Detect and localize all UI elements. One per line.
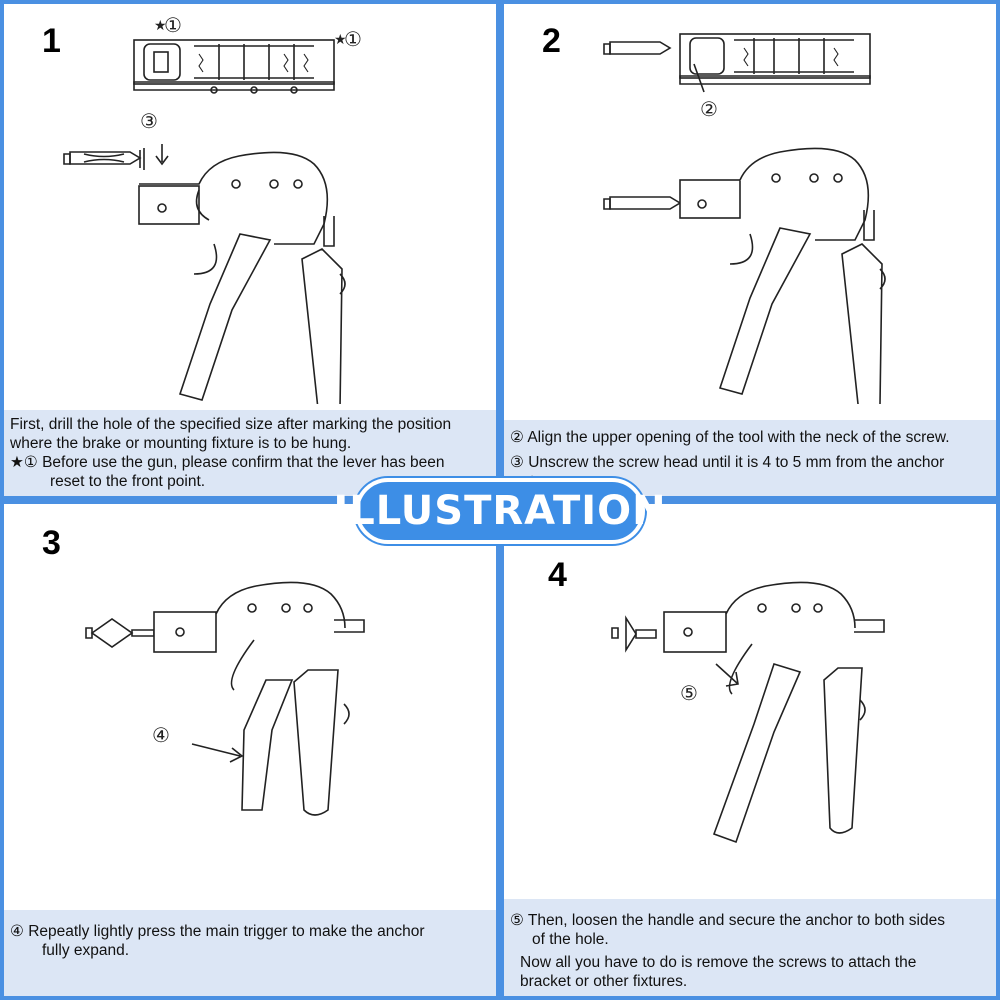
gun-released bbox=[611, 581, 885, 844]
step-3-panel: 3 ④ ④ Repeatly lightly press the main tr… bbox=[0, 500, 500, 1000]
step-number: 2 bbox=[542, 22, 561, 60]
tool-top-view bbox=[133, 39, 335, 94]
step-1-illustration: ① ★ ① ★ ③ bbox=[63, 13, 362, 404]
caption-line: ⑤ Then, loosen the handle and secure the… bbox=[510, 912, 945, 929]
caption-line: Now all you have to do is remove the scr… bbox=[520, 954, 917, 971]
down-arrow-icon bbox=[155, 144, 169, 166]
step-1-panel: 1 ① ★ ① ★ ③ bbox=[0, 0, 500, 500]
step-2-illustration: ② bbox=[603, 33, 886, 404]
caption-line: First, drill the hole of the specified s… bbox=[10, 416, 452, 433]
step-4-panel: 4 ⑤ ⑤ Then, loosen the handle and secure… bbox=[500, 500, 1000, 1000]
caption-line: bracket or other fixtures. bbox=[520, 973, 688, 990]
step-number: 1 bbox=[42, 22, 61, 60]
step-4-illustration: ⑤ bbox=[611, 581, 885, 844]
caption-line: ② Align the upper opening of the tool wi… bbox=[510, 429, 950, 446]
caption-line: reset to the front point. bbox=[50, 473, 206, 490]
step-number: 3 bbox=[42, 524, 61, 562]
anchor-screw bbox=[63, 148, 145, 170]
arrow-icon bbox=[191, 743, 244, 763]
arrow-icon bbox=[715, 663, 739, 687]
tool-top-view bbox=[603, 33, 871, 93]
step-3-illustration: ④ bbox=[85, 581, 365, 816]
caption-line: ★① Before use the gun, please confirm th… bbox=[10, 454, 445, 471]
marker-4: ④ bbox=[152, 723, 170, 747]
caption-line: fully expand. bbox=[42, 942, 130, 959]
gun-expanding-anchor bbox=[85, 581, 365, 816]
step-2-panel: 2 ② ② Align the upper opening bbox=[500, 0, 1000, 500]
marker-5: ⑤ bbox=[680, 681, 698, 705]
marker-1a: ① bbox=[164, 13, 182, 37]
svg-text:★: ★ bbox=[154, 18, 167, 34]
step-4-caption: ⑤ Then, loosen the handle and secure the… bbox=[504, 899, 996, 996]
marker-2: ② bbox=[700, 97, 718, 121]
caption-line: ④ Repeatly lightly press the main trigge… bbox=[10, 923, 425, 940]
gun-side-view bbox=[138, 151, 346, 404]
svg-text:★: ★ bbox=[334, 32, 347, 48]
marker-3: ③ bbox=[140, 109, 158, 133]
step-3-caption: ④ Repeatly lightly press the main trigge… bbox=[4, 910, 496, 996]
caption-line: of the hole. bbox=[532, 931, 609, 948]
caption-line: ③ Unscrew the screw head until it is 4 t… bbox=[510, 454, 945, 471]
step-number: 4 bbox=[548, 556, 567, 594]
marker-1b: ① bbox=[344, 27, 362, 51]
illustration-banner: ILLUSTRATION bbox=[333, 478, 666, 544]
step-1-caption: First, drill the hole of the specified s… bbox=[4, 410, 496, 496]
caption-line: where the brake or mounting fixture is t… bbox=[10, 435, 352, 452]
gun-side-view bbox=[603, 147, 886, 404]
